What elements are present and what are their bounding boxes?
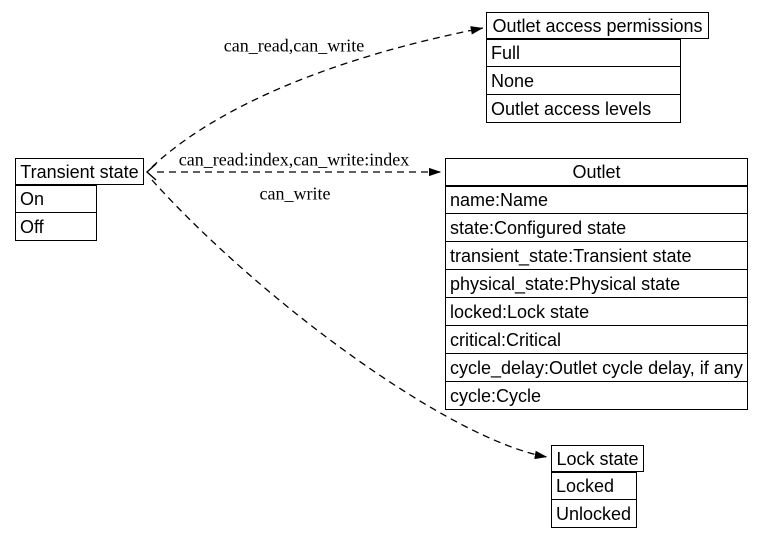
outlet-attribute-row: cycle_delay:Outlet cycle delay, if any [445, 354, 748, 382]
node-transient-state-title: Transient state [15, 158, 144, 185]
node-outlet-access-permissions-rows: Full None Outlet access levels [486, 39, 681, 123]
lock-state-row: Locked [551, 472, 637, 500]
node-outlet-title: Outlet [445, 158, 748, 186]
outlet-attribute-row: name:Name [445, 186, 748, 214]
outlet-attribute-row: cycle:Cycle [445, 382, 748, 410]
permissions-row: None [486, 67, 681, 95]
edge-label-can-read-index-can-write-index: can_read:index,can_write:index [178, 149, 410, 170]
outlet-attribute-row: physical_state:Physical state [445, 270, 748, 298]
node-lock-state-rows: Locked Unlocked [551, 472, 637, 528]
node-outlet-access-permissions-title: Outlet access permissions [486, 12, 709, 39]
node-transient-state-rows: On Off [15, 185, 97, 241]
permissions-row: Outlet access levels [486, 95, 681, 123]
permissions-row: Full [486, 39, 681, 67]
node-lock-state-title: Lock state [551, 445, 644, 472]
edge-label-can-read-can-write: can_read,can_write [223, 35, 365, 56]
edge-label-can-write: can_write [259, 183, 331, 204]
outlet-attribute-row: state:Configured state [445, 214, 748, 242]
edge-can-read-can-write [151, 26, 484, 168]
outlet-attribute-row: transient_state:Transient state [445, 242, 748, 270]
transient-state-row: Off [15, 213, 97, 241]
node-outlet-rows: name:Name state:Configured state transie… [445, 186, 748, 410]
vee-arrowhead-icon [145, 163, 157, 181]
lock-state-row: Unlocked [551, 500, 637, 528]
transient-state-row: On [15, 185, 97, 213]
edge-can-write [151, 179, 548, 460]
outlet-attribute-row: critical:Critical [445, 326, 748, 354]
outlet-attribute-row: locked:Lock state [445, 298, 748, 326]
